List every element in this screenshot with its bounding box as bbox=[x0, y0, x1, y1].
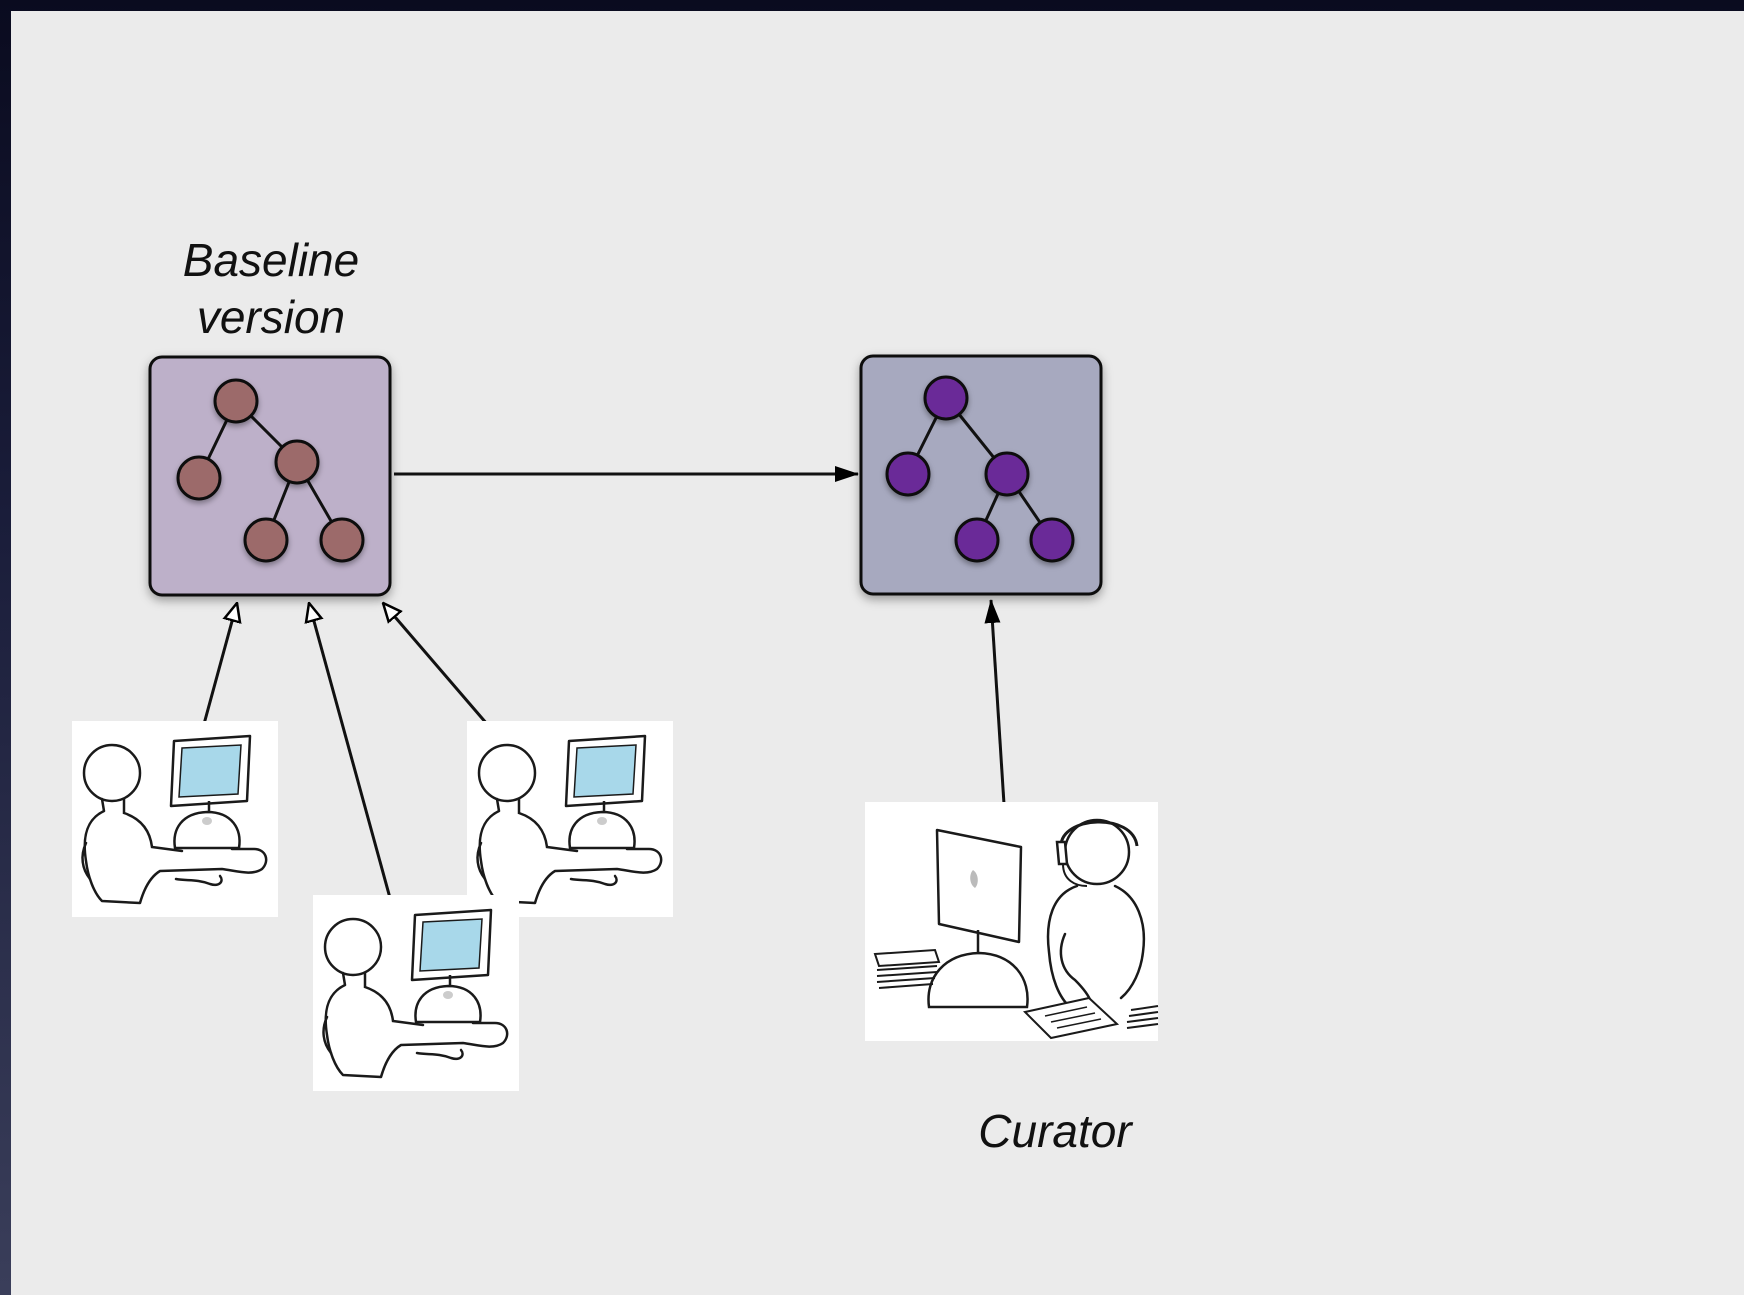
user2-contribution-arrow bbox=[309, 603, 392, 899]
baseline-label-line2: version bbox=[196, 291, 346, 343]
user1-contribution-arrow bbox=[202, 603, 237, 725]
user-at-computer-icon bbox=[70, 719, 280, 919]
baseline-label-line1: Baseline bbox=[182, 234, 360, 286]
curator-arrow bbox=[984, 599, 1006, 805]
user-at-computer-icon bbox=[311, 893, 521, 1093]
curated-tree-icon bbox=[885, 375, 1075, 563]
user3-contribution-arrow bbox=[383, 603, 489, 725]
user-at-computer-icon bbox=[465, 719, 675, 919]
curator-label: Curator bbox=[978, 1105, 1132, 1157]
slide bbox=[11, 11, 1744, 1295]
baseline-tree-icon bbox=[176, 378, 365, 563]
baseline-label: Baseline version bbox=[172, 232, 370, 346]
curator-with-headset-icon bbox=[865, 802, 1159, 1041]
